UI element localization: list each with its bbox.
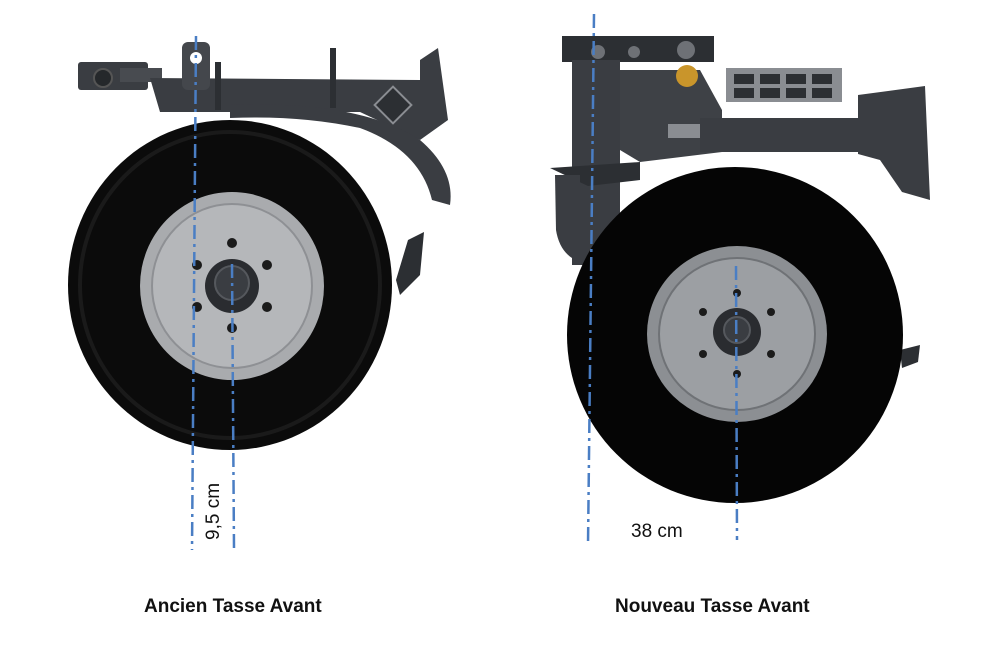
old-caption: Ancien Tasse Avant	[144, 596, 322, 617]
old-offset-label: 9,5 cm	[203, 483, 224, 540]
new-grid-slot	[760, 74, 780, 84]
new-wheel-axis-line	[734, 265, 739, 541]
old-tire-highlight	[78, 130, 382, 440]
new-frame-axis-line	[586, 13, 596, 546]
new-grid-slot	[760, 88, 780, 98]
new-lower-arm	[550, 162, 640, 186]
new-beam-flange	[858, 86, 930, 200]
new-main-body	[620, 70, 722, 162]
old-front-assembly: 9,5 cm	[68, 35, 451, 551]
new-lug-hole	[699, 350, 707, 358]
new-top-bolt	[677, 41, 695, 59]
old-bolt-stud-2	[330, 48, 336, 108]
old-lug-hole	[262, 260, 272, 270]
old-mudguard	[230, 104, 451, 205]
new-lug-hole	[767, 308, 775, 316]
old-diamond-plate	[373, 85, 413, 125]
old-bolt-stud-1	[215, 62, 221, 110]
old-clamp-bolt	[93, 68, 113, 88]
new-offset-label: 38 cm	[631, 521, 683, 542]
old-wheel-axis-line	[230, 263, 236, 549]
new-adjust-knob	[676, 65, 698, 87]
new-grid-slot	[786, 88, 806, 98]
new-grid-slot	[812, 88, 832, 98]
old-frame-beam	[150, 48, 448, 140]
new-grid-slot	[734, 88, 754, 98]
new-horizontal-beam	[700, 118, 860, 152]
new-info-plate	[668, 124, 702, 138]
new-lug-hole	[767, 350, 775, 358]
old-frame-axis-line	[190, 35, 198, 551]
new-caption: Nouveau Tasse Avant	[615, 596, 810, 617]
new-side-guard	[555, 175, 580, 262]
new-scraper	[900, 345, 920, 368]
old-scraper	[396, 232, 424, 295]
new-front-assembly: 38 cm	[550, 13, 930, 546]
old-lug-hole	[262, 302, 272, 312]
new-lug-hole	[699, 308, 707, 316]
new-grid-slot	[786, 74, 806, 84]
new-grid-slot	[812, 74, 832, 84]
old-lug-hole	[227, 238, 237, 248]
new-top-bolt	[628, 46, 640, 58]
new-grid-slot	[734, 74, 754, 84]
